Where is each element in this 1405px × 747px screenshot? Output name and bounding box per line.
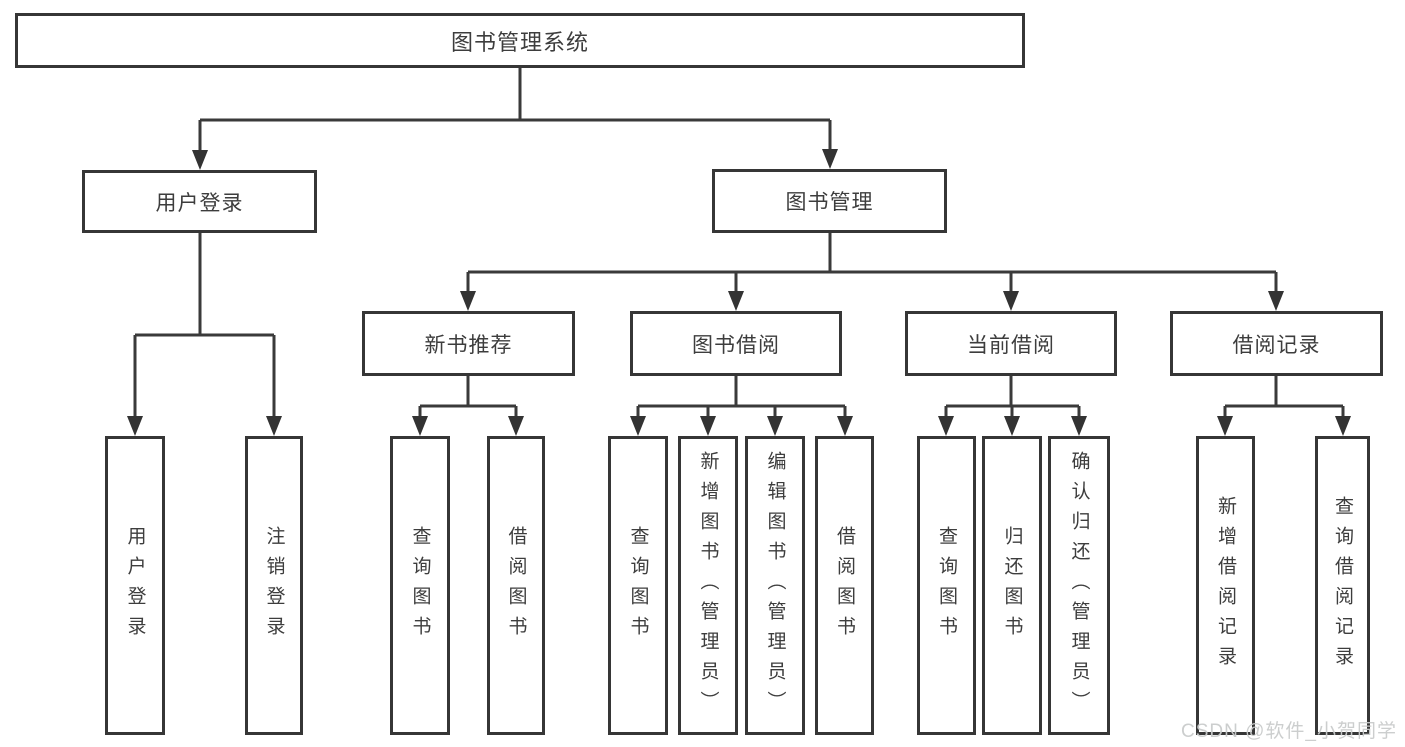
node-label: 用户登录 — [124, 525, 146, 646]
node-label: 新增图书（管理员） — [697, 450, 719, 721]
node-borrow-books: 借阅图书 — [815, 436, 874, 735]
node-label: 查询借阅记录 — [1332, 495, 1353, 676]
arrowhead — [728, 291, 744, 311]
node-label: 新增借阅记录 — [1215, 495, 1236, 676]
arrowhead — [938, 416, 954, 436]
node-add-books-admin: 新增图书（管理员） — [678, 436, 738, 735]
connector-bookborrow-to-leaves — [636, 376, 847, 418]
node-query-books-current: 查询图书 — [917, 436, 976, 735]
arrowhead — [822, 149, 838, 169]
csdn-watermark: CSDN @软件_小贺同学 — [1181, 721, 1397, 742]
node-add-borrow-record: 新增借阅记录 — [1196, 436, 1255, 735]
arrowhead — [192, 150, 208, 170]
node-label: 借阅记录 — [1232, 333, 1321, 357]
node-user-login: 用户登录 — [82, 170, 317, 233]
connector-currentborrow-to-leaves — [944, 376, 1081, 418]
node-label: 编辑图书（管理员） — [764, 450, 786, 721]
node-book-management: 图书管理 — [712, 169, 947, 233]
node-query-borrow-record: 查询借阅记录 — [1315, 436, 1370, 735]
node-borrowing-records: 借阅记录 — [1170, 311, 1383, 376]
arrowhead — [1003, 291, 1019, 311]
node-label: 注销登录 — [263, 525, 285, 646]
node-book-borrowing: 图书借阅 — [630, 311, 842, 376]
arrowhead — [460, 291, 476, 311]
connector-borrowrecord-to-leaves — [1223, 376, 1345, 418]
node-label: 用户登录 — [155, 191, 244, 215]
node-label: 图书管理系统 — [450, 29, 589, 55]
node-user-login-leaf: 用户登录 — [105, 436, 165, 735]
arrowhead — [266, 416, 282, 436]
arrowhead — [1335, 416, 1351, 436]
node-label: 归还图书 — [1001, 525, 1023, 646]
node-label: 查询图书 — [936, 525, 957, 646]
arrowhead — [1004, 416, 1020, 436]
node-confirm-return-admin: 确认归还（管理员） — [1048, 436, 1110, 735]
node-borrow-books-recommend: 借阅图书 — [487, 436, 545, 735]
connector-userlogin-to-leaves — [133, 233, 276, 418]
node-current-borrowing: 当前借阅 — [905, 311, 1117, 376]
arrowhead — [508, 416, 524, 436]
connector-root-to-level2 — [198, 68, 832, 152]
arrowhead — [767, 416, 783, 436]
connector-newbookrec-to-leaves — [418, 376, 518, 418]
arrowhead — [127, 416, 143, 436]
node-label: 查询图书 — [409, 525, 431, 646]
node-edit-books-admin: 编辑图书（管理员） — [745, 436, 805, 735]
arrowhead — [837, 416, 853, 436]
node-label: 图书管理 — [785, 191, 874, 214]
node-label: 确认归还（管理员） — [1068, 450, 1090, 721]
arrowhead — [1217, 416, 1233, 436]
node-label: 借阅图书 — [505, 525, 527, 646]
node-new-book-recommend: 新书推荐 — [362, 311, 575, 376]
connector-bookmgmt-to-level3 — [466, 233, 1278, 293]
node-label: 图书借阅 — [692, 333, 780, 357]
node-return-books: 归还图书 — [982, 436, 1042, 735]
arrowhead — [630, 416, 646, 436]
node-query-books-borrowing: 查询图书 — [608, 436, 668, 735]
arrowhead — [1268, 291, 1284, 311]
arrowhead — [412, 416, 428, 436]
arrowheads — [127, 149, 1351, 436]
node-logout: 注销登录 — [245, 436, 303, 735]
arrowhead — [700, 416, 716, 436]
node-label: 借阅图书 — [834, 525, 855, 646]
node-query-books-recommend: 查询图书 — [390, 436, 450, 735]
arrowhead — [1071, 416, 1087, 436]
node-label: 当前借阅 — [967, 333, 1055, 357]
node-library-system: 图书管理系统 — [15, 13, 1025, 68]
node-label: 新书推荐 — [424, 333, 513, 357]
node-label: 查询图书 — [627, 525, 649, 646]
